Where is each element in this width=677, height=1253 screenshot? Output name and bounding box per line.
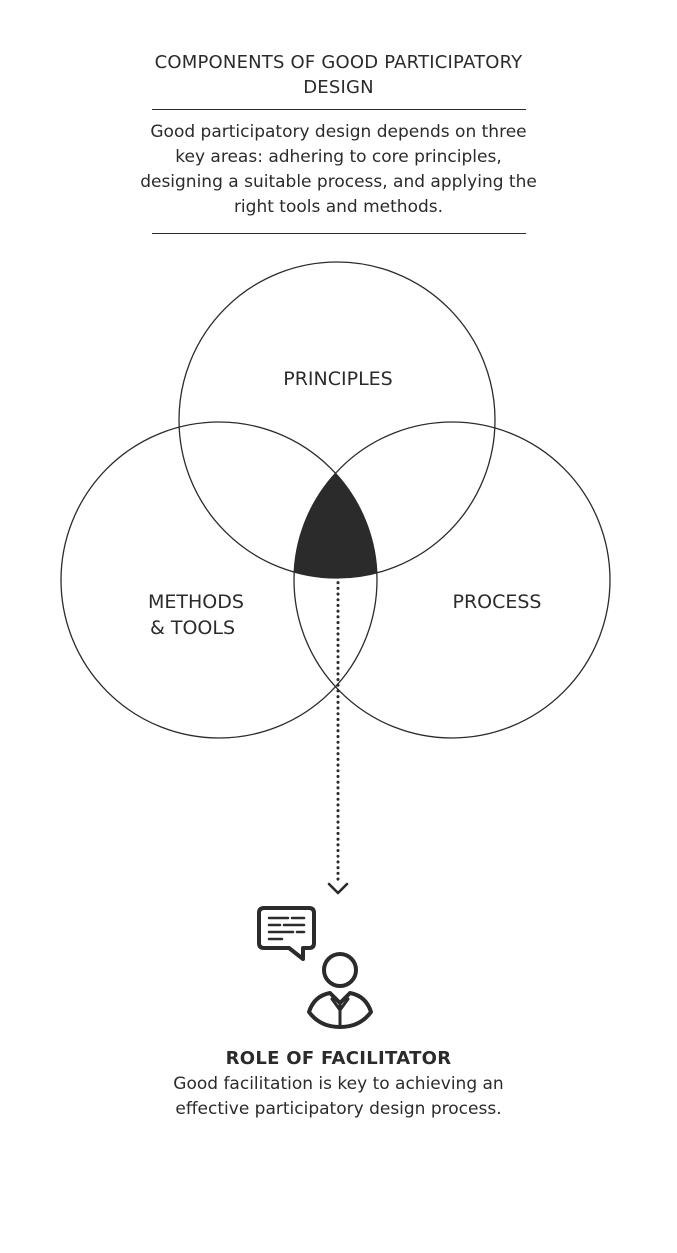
principles-label: PRINCIPLES xyxy=(283,368,392,390)
speech-bubble-icon xyxy=(257,906,316,961)
facilitator-title: ROLE OF FACILITATOR xyxy=(225,1048,452,1069)
top-divider xyxy=(151,109,526,110)
dotted-arrow-down-icon xyxy=(327,535,349,895)
bottom-divider xyxy=(151,233,526,234)
methods-tools-circle xyxy=(60,421,378,739)
center-intersection xyxy=(294,422,377,578)
facilitator-text: Good facilitation is key to achieving an… xyxy=(173,1074,504,1119)
process-label: PROCESS xyxy=(452,591,541,613)
page-title: COMPONENTS OF GOOD PARTICIPATORY DESIGN xyxy=(154,52,523,98)
footer: ROLE OF FACILITATOR Good facilitation is… xyxy=(0,1046,677,1122)
header: COMPONENTS OF GOOD PARTICIPATORY DESIGN … xyxy=(0,50,677,234)
person-icon xyxy=(307,952,373,1029)
methods-label-line2: & TOOLS xyxy=(150,617,235,639)
methods-label-line1: METHODS xyxy=(148,591,244,613)
process-circle xyxy=(293,421,611,739)
intro-text: Good participatory design depends on thr… xyxy=(140,122,537,217)
